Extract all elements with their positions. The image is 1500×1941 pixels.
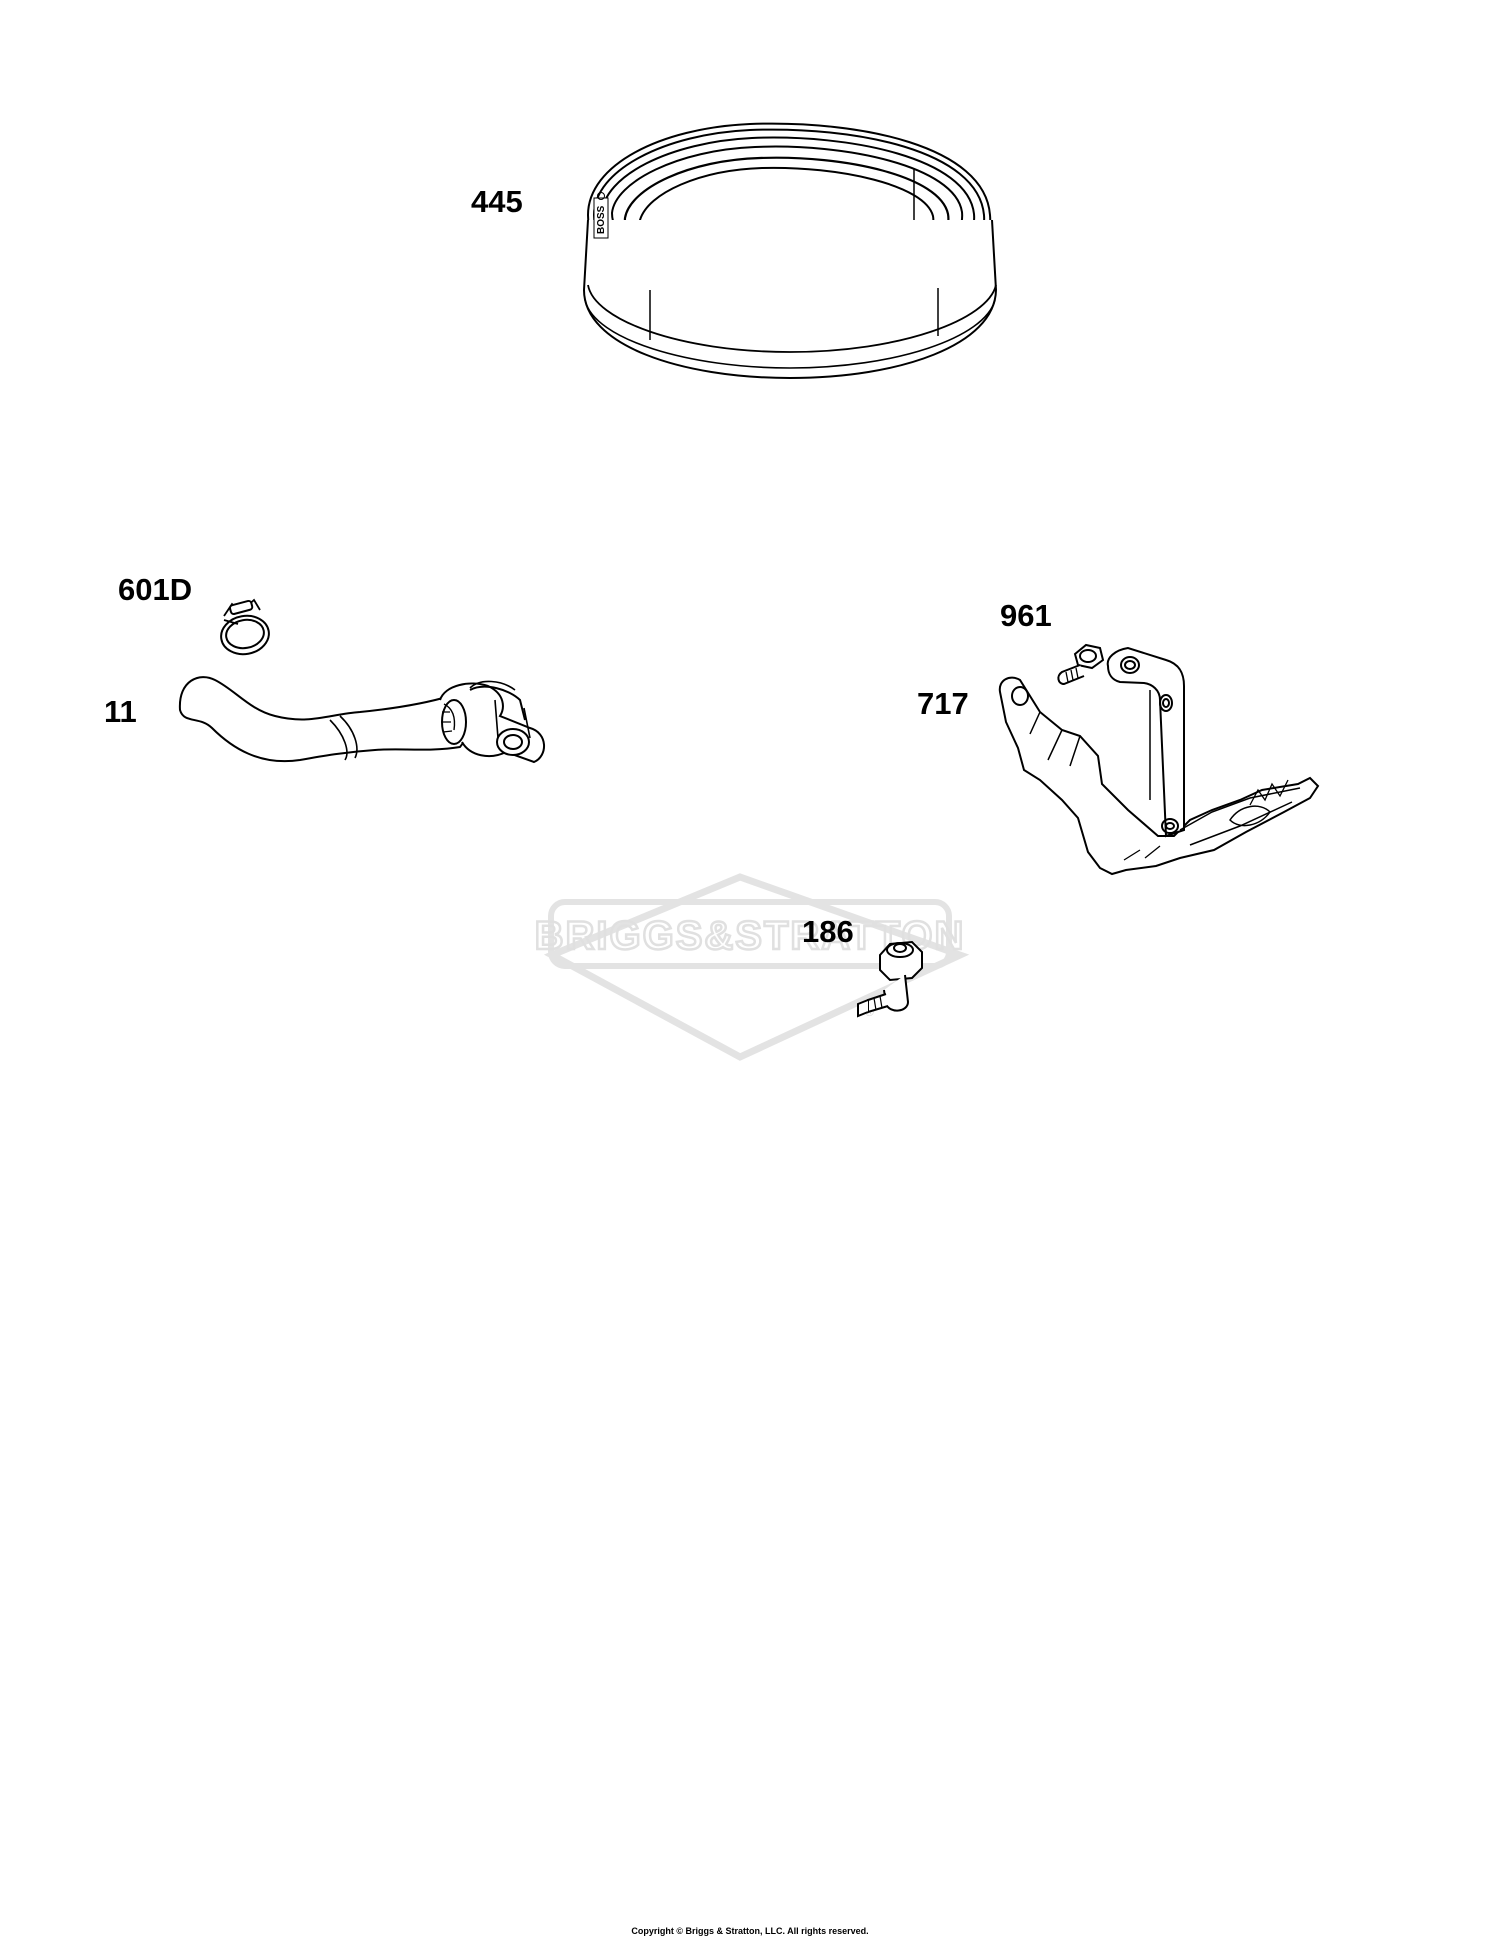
part-label-11: 11	[104, 694, 137, 729]
fitting-drawing	[857, 940, 923, 1018]
part-label-445: 445	[471, 184, 523, 219]
part-label-186: 186	[802, 914, 854, 949]
part-label-961: 961	[1000, 598, 1052, 633]
part-label-717: 717	[917, 686, 969, 721]
air-filter-ring-drawing: BOSS	[582, 122, 998, 380]
copyright-notice: Copyright © Briggs & Stratton, LLC. All …	[631, 1926, 869, 1936]
hose-clamp-drawing	[220, 598, 270, 656]
breather-hose-drawing	[178, 676, 545, 764]
filter-marking-text: BOSS	[596, 205, 607, 234]
part-label-601D: 601D	[118, 572, 193, 607]
screw-drawing	[1057, 643, 1105, 686]
bracket-drawing	[998, 646, 1320, 876]
